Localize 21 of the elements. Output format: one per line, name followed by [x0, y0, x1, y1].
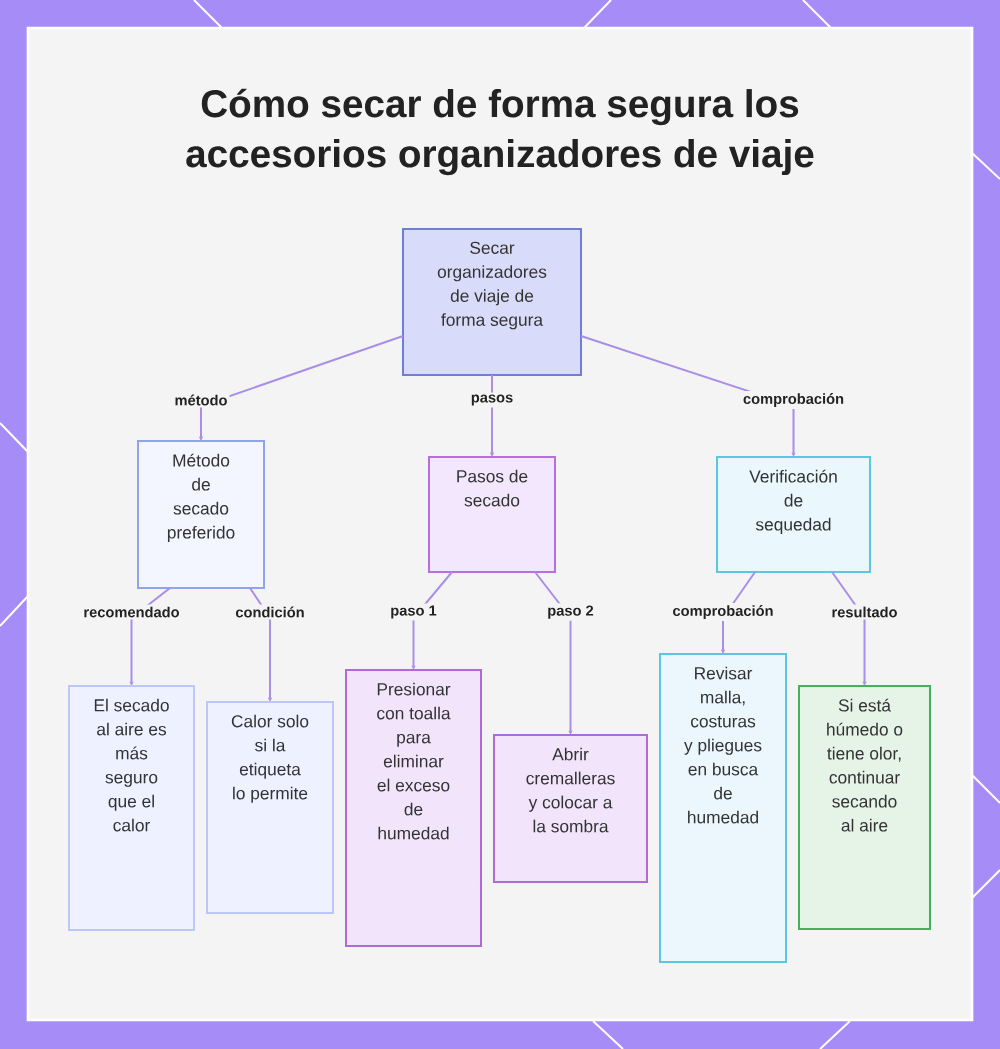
detail-box: Abrir cremalleras y colocar a la sombra: [493, 734, 648, 883]
edge-label: comprobación: [670, 603, 776, 621]
connector: [199, 335, 404, 441]
detail-box: Calor solo si la etiqueta lo permite: [206, 701, 334, 914]
category-box: Método de secado preferido: [137, 440, 265, 589]
edge-label: comprobación: [741, 391, 847, 409]
category-box: Verificación de sequedad: [716, 456, 871, 573]
connector: [534, 571, 573, 735]
connector: [411, 571, 453, 670]
detail-box: Revisar malla, costuras y pliegues en busca de humedad: [659, 653, 787, 963]
title: Cómo secar de forma segura los accesorios organizadores de viaje: [186, 88, 814, 176]
edge-label: paso 2: [545, 603, 596, 621]
edge-label: paso 1: [388, 603, 439, 621]
connector: [249, 587, 272, 702]
detail-box: El secado al aire es más seguro que el calor: [68, 685, 195, 931]
category-box: Pasos de secado: [428, 456, 556, 573]
connector: [831, 571, 867, 686]
topic-box: Secar organizadores de viaje de forma segura: [402, 228, 582, 376]
detail-box: Si está húmedo o tiene olor, continuar secando al aire: [798, 685, 931, 930]
connector: [490, 374, 494, 457]
detail-box: Presionar con toalla para eliminar el exceso de humedad: [345, 669, 482, 947]
